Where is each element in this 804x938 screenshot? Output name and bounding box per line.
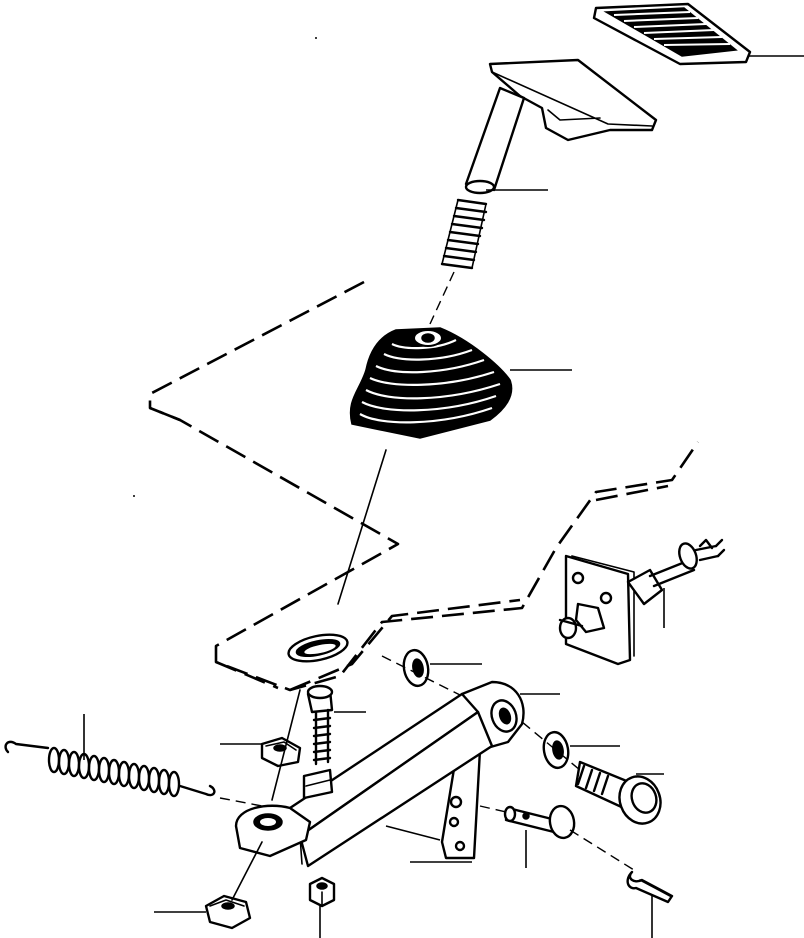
leader-line-lever-arm — [385, 825, 441, 841]
centerline-spring — [429, 271, 455, 325]
washer-lower — [542, 730, 570, 770]
stray-dot — [315, 37, 317, 39]
clevis-pin — [503, 804, 576, 840]
centerline-clevis-pin — [479, 805, 507, 813]
centerline-washer-upper — [381, 655, 471, 701]
centerline-cotter-pin — [569, 829, 635, 871]
pedal-lever — [234, 680, 525, 868]
stray-dot — [133, 495, 135, 497]
centerline-return-spring — [219, 797, 263, 807]
stop-lamp-switch — [626, 538, 726, 606]
pedal-arm — [464, 58, 658, 195]
cotter-pin — [626, 870, 674, 904]
adjusting-bolt-base — [302, 768, 334, 800]
floor-plate-outline — [148, 280, 700, 692]
nut-bottom-center — [308, 876, 336, 908]
centerline-lock-nut — [271, 689, 301, 801]
washer-upper — [402, 648, 430, 688]
pedal-spring — [440, 198, 488, 270]
return-spring — [4, 740, 216, 798]
centerline-nut-bottom-left — [231, 841, 263, 901]
floor-slot — [287, 633, 349, 663]
switch-bracket — [558, 554, 635, 666]
pivot-bolt — [574, 760, 662, 825]
pedal-pad — [592, 2, 752, 66]
nut-bottom-left — [204, 894, 252, 930]
lock-nut — [260, 736, 302, 768]
centerline-boot — [337, 449, 387, 605]
adjusting-bolt — [306, 684, 334, 766]
rubber-boot — [349, 327, 513, 439]
